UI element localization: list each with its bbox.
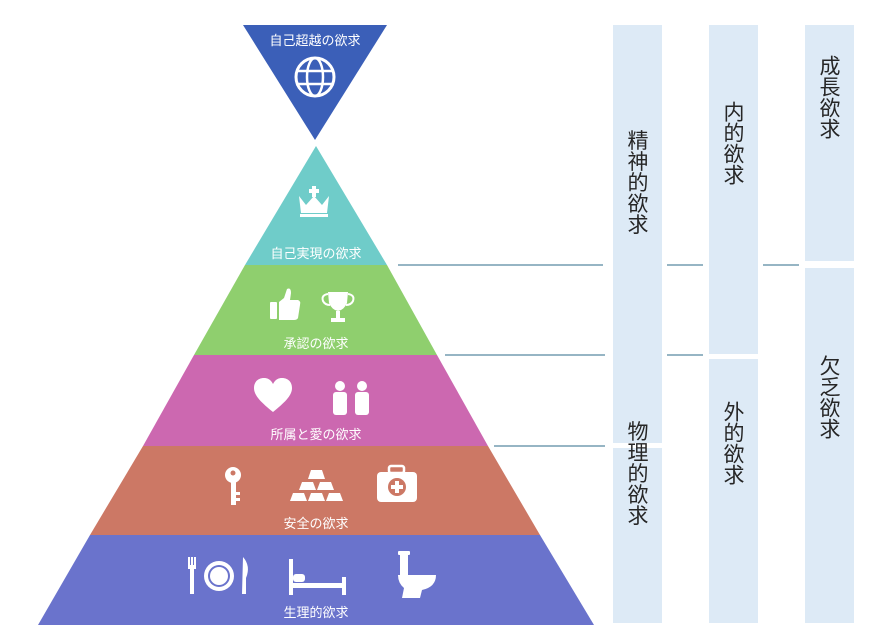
level-safety <box>90 446 540 535</box>
col1-label-physical: 物理的欲求 <box>625 421 649 526</box>
col3-box-deficiency <box>805 268 854 623</box>
first-aid-kit-icon <box>377 464 417 502</box>
col2-box-internal <box>709 25 758 354</box>
col1-box-spiritual <box>613 25 662 443</box>
top-label: 自己超越の欲求 <box>269 33 360 49</box>
label-esteem: 承認の欲求 <box>283 336 348 352</box>
heart-icon <box>254 378 292 412</box>
crown-icon <box>299 186 329 217</box>
key-icon <box>225 467 241 505</box>
globe-icon <box>294 56 336 98</box>
label-safety: 安全の欲求 <box>283 516 348 532</box>
top-triangle <box>243 25 387 140</box>
trophy-icon <box>321 292 355 322</box>
col2-box-external <box>709 359 758 623</box>
thumbs-up-icon <box>270 288 301 320</box>
people-icon <box>333 381 369 415</box>
plate-cutlery-icon <box>188 557 248 594</box>
label-belonging: 所属と愛の欲求 <box>270 427 361 443</box>
level-physiological <box>38 535 594 625</box>
label-self-actualization: 自己実現の欲求 <box>270 246 361 262</box>
bed-icon <box>289 559 346 595</box>
level-esteem <box>194 265 437 355</box>
col3-label-growth: 成長欲求 <box>817 55 841 139</box>
col1-label-spiritual: 精神的欲求 <box>625 130 649 235</box>
col2-label-internal: 内的欲求 <box>721 101 745 185</box>
gold-bars-icon <box>290 470 343 501</box>
col2-label-external: 外的欲求 <box>721 401 745 485</box>
level-belonging <box>143 355 488 446</box>
col1-box-physical <box>613 448 662 623</box>
label-physiological: 生理的欲求 <box>283 605 348 621</box>
toilet-icon <box>398 551 436 598</box>
col3-box-growth <box>805 25 854 261</box>
col3-label-deficiency: 欠乏欲求 <box>817 355 841 439</box>
